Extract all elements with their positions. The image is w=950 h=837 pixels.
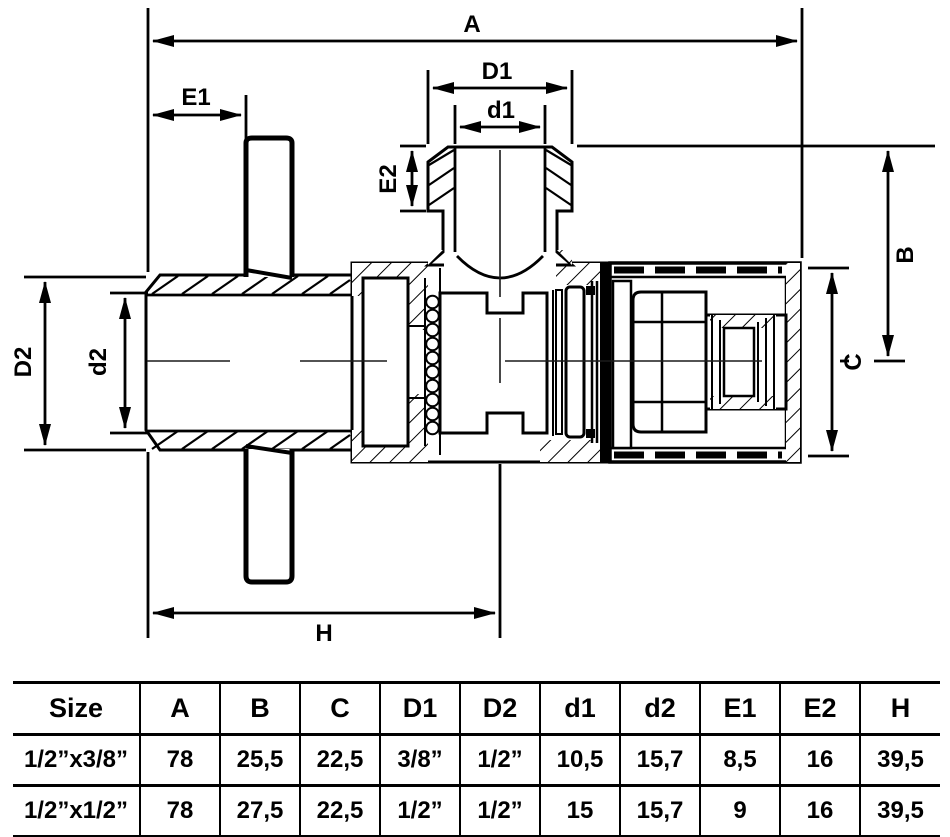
body-nut xyxy=(361,276,410,448)
col-header-b: B xyxy=(219,682,300,736)
dim-C xyxy=(808,266,849,458)
cell-c: 22,5 xyxy=(299,785,380,837)
outlet-stub xyxy=(704,313,788,411)
cell-e1: 9 xyxy=(699,785,780,837)
handle-bottom xyxy=(243,444,295,585)
col-header-a: A xyxy=(139,682,220,736)
col-header-e2: E2 xyxy=(779,682,860,736)
centerlines xyxy=(147,150,762,383)
dim-d1 xyxy=(453,105,547,144)
table-header-row: Size A B C D1 D2 d1 d2 E1 E2 H xyxy=(13,682,940,736)
inner-hex xyxy=(631,290,708,434)
cell-size: 1/2”x1/2” xyxy=(13,785,140,837)
dim-H xyxy=(146,452,502,638)
dim-label-d1: d1 xyxy=(487,97,515,124)
cell-a: 78 xyxy=(139,785,220,837)
dim-E1 xyxy=(152,95,248,140)
cell-d2-cap: 1/2” xyxy=(459,785,540,837)
dim-D2 xyxy=(24,275,146,452)
cell-d1: 15 xyxy=(539,785,620,837)
cell-size: 1/2”x3/8” xyxy=(13,734,140,787)
dim-label-D2: D2 xyxy=(10,347,37,378)
cell-e2: 16 xyxy=(779,785,860,837)
cell-h: 39,5 xyxy=(859,785,940,837)
cell-d2-cap: 1/2” xyxy=(459,734,540,787)
left-thread-pipe xyxy=(144,273,354,452)
col-header-d1-cap: D1 xyxy=(379,682,460,736)
thread-hatch xyxy=(151,275,351,450)
dim-D1 xyxy=(426,70,574,144)
col-header-d2: d2 xyxy=(619,682,700,736)
cell-c: 22,5 xyxy=(299,734,380,787)
cell-d2: 15,7 xyxy=(619,734,700,787)
dim-E2 xyxy=(400,144,426,213)
dim-label-E2: E2 xyxy=(375,164,402,193)
dim-label-D1: D1 xyxy=(482,58,513,85)
col-header-d2-cap: D2 xyxy=(459,682,540,736)
dimension-table: Size A B C D1 D2 d1 d2 E1 E2 H 1/2”x3/8”… xyxy=(13,681,940,837)
col-header-d1: d1 xyxy=(539,682,620,736)
table-row: 1/2”x3/8” 78 25,5 22,5 3/8” 1/2” 10,5 15… xyxy=(13,734,940,787)
col-header-h: H xyxy=(859,682,940,736)
cell-d1: 10,5 xyxy=(539,734,620,787)
seal-stack xyxy=(552,263,610,462)
cell-d2: 15,7 xyxy=(619,785,700,837)
col-header-e1: E1 xyxy=(699,682,780,736)
cell-d1-cap: 3/8” xyxy=(379,734,460,787)
dim-label-C: C xyxy=(840,353,867,370)
cell-e2: 16 xyxy=(779,734,860,787)
dim-label-E1: E1 xyxy=(181,84,210,111)
cell-a: 78 xyxy=(139,734,220,787)
cell-d1-cap: 1/2” xyxy=(379,785,460,837)
valve-ball xyxy=(438,291,549,435)
cell-b: 25,5 xyxy=(219,734,300,787)
handle-top xyxy=(243,135,295,280)
col-header-c: C xyxy=(299,682,380,736)
dim-d2 xyxy=(110,291,148,435)
dim-A xyxy=(146,8,804,272)
dim-label-H: H xyxy=(315,620,332,647)
technical-drawing: A E1 D1 d1 E2 D2 d2 B C H xyxy=(10,8,935,647)
cap-nut xyxy=(608,261,802,464)
dim-B xyxy=(577,144,935,363)
washer xyxy=(611,279,633,450)
cell-e1: 8,5 xyxy=(699,734,780,787)
table-row: 1/2”x1/2” 78 27,5 22,5 1/2” 1/2” 15 15,7… xyxy=(13,785,940,837)
dim-label-A: A xyxy=(463,11,480,38)
dim-label-B: B xyxy=(892,246,919,263)
cell-h: 39,5 xyxy=(859,734,940,787)
cell-b: 27,5 xyxy=(219,785,300,837)
col-header-size: Size xyxy=(13,682,140,736)
dim-label-d2: d2 xyxy=(85,348,112,376)
